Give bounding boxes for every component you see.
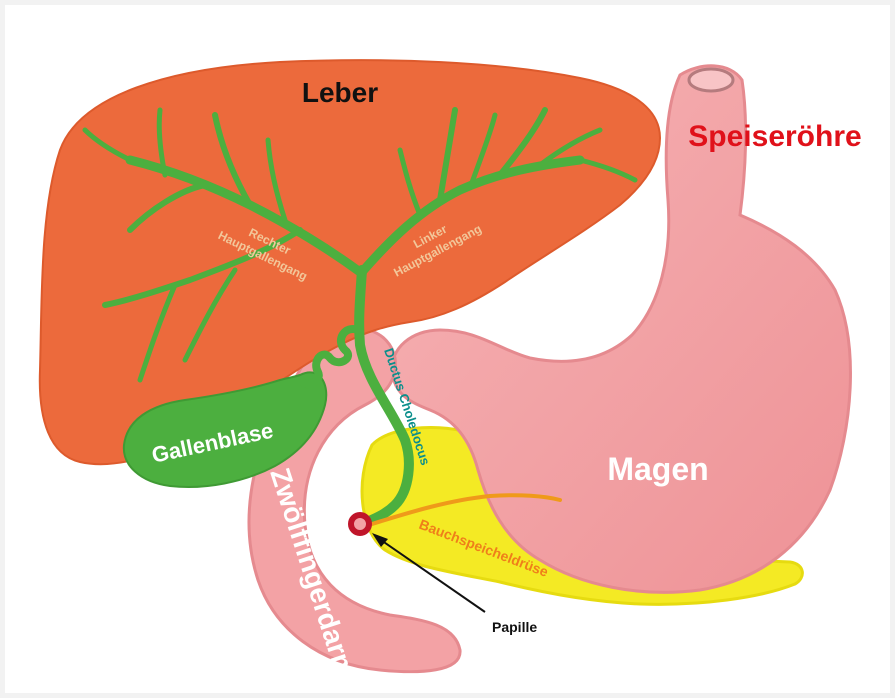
esophagus-opening	[689, 69, 733, 91]
liver-label: Leber	[302, 77, 378, 108]
papilla-marker	[351, 515, 369, 533]
papilla-label: Papille	[492, 619, 537, 635]
esophagus-label: Speiseröhre	[688, 120, 861, 153]
stomach-label: Magen	[607, 451, 708, 487]
